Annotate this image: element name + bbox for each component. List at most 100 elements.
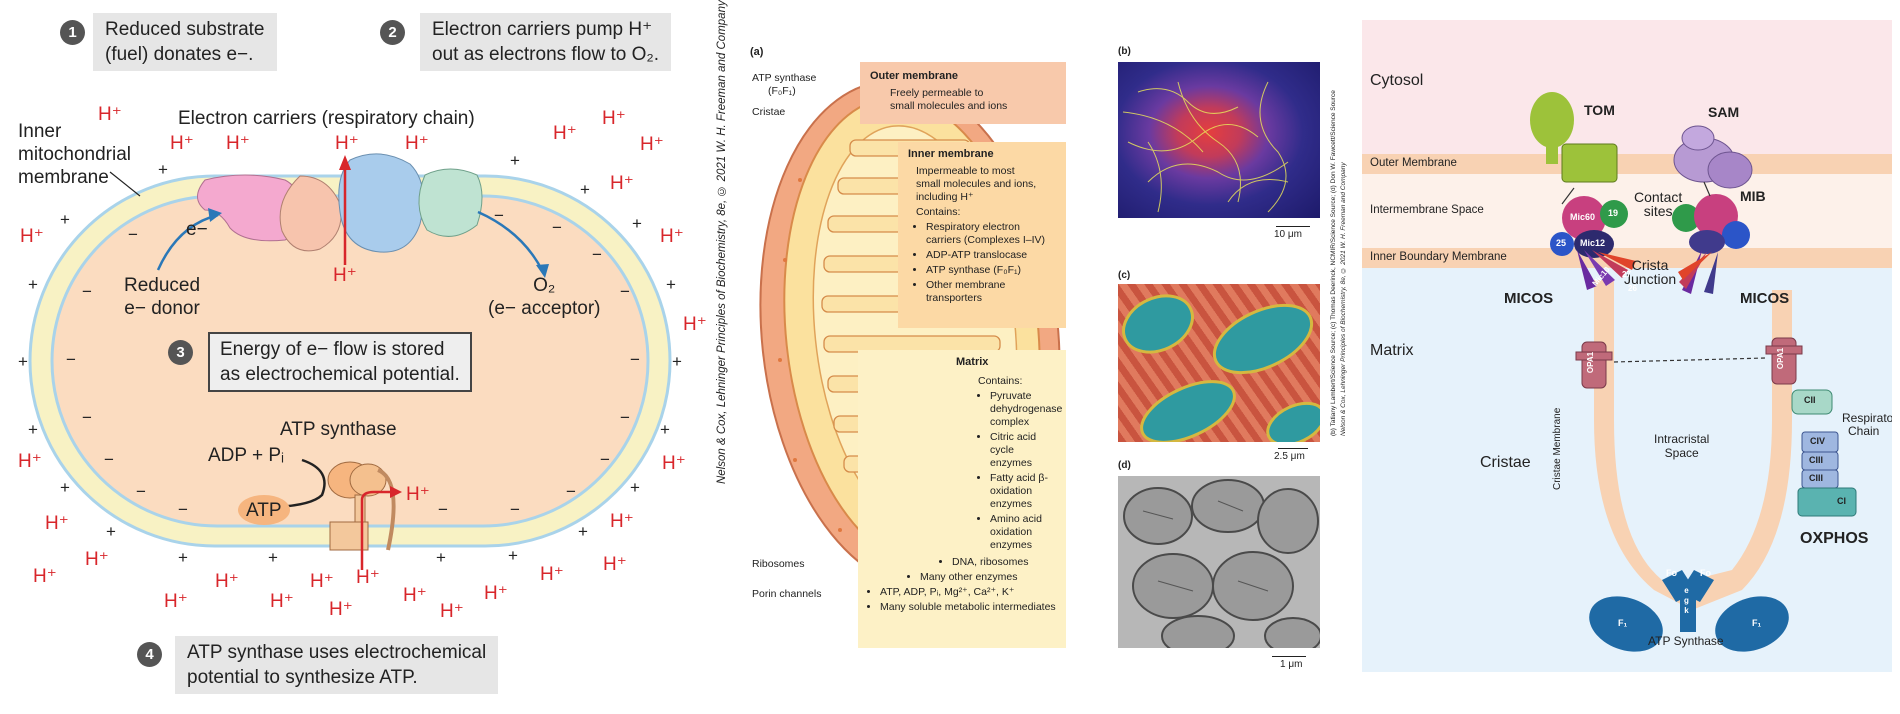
matrix-extra-item: Many soluble metabolic intermediates bbox=[880, 601, 1058, 614]
minus-sign: − bbox=[128, 225, 138, 244]
inner-membrane-contains: Contains: bbox=[916, 206, 961, 218]
adp-label: ADP + Pᵢ bbox=[208, 445, 285, 466]
micrograph-c-mitochondria bbox=[1122, 294, 1326, 447]
mic27-label: 27 bbox=[1622, 270, 1631, 279]
proton: H⁺ bbox=[333, 265, 357, 286]
inner-membrane-line-3: including H⁺ bbox=[916, 191, 974, 203]
atp-synthase-right-label: ATP Synthase bbox=[1648, 634, 1724, 648]
proton: H⁺ bbox=[440, 601, 464, 622]
proton: H⁺ bbox=[660, 226, 684, 247]
matrix-list: Pyruvate dehydrogenase complex Citric ac… bbox=[866, 390, 1062, 552]
inner-membrane-pointer bbox=[109, 171, 141, 197]
mic19-label: 19 bbox=[1608, 208, 1619, 218]
cristae-membrane-label: Cristae Membrane bbox=[1552, 407, 1563, 490]
region-cytosol-label: Cytosol bbox=[1370, 72, 1424, 89]
minus-sign: − bbox=[630, 350, 640, 369]
carrier-complex-2 bbox=[279, 175, 342, 252]
inner-membrane-box: Inner membrane Impermeable to most small… bbox=[898, 142, 1066, 328]
step-1-box: Reduced substrate (fuel) donates e−. bbox=[93, 13, 277, 71]
micos-diagram bbox=[1530, 92, 1857, 652]
matrix-extra-item: DNA, ribosomes bbox=[952, 556, 1058, 569]
acceptor-line-2: (e− acceptor) bbox=[488, 298, 601, 319]
synthase-f1-left bbox=[1589, 596, 1663, 652]
micrograph-c bbox=[1118, 284, 1326, 447]
proton: H⁺ bbox=[310, 571, 334, 592]
intracristal-label: Intracristal Space bbox=[1654, 432, 1709, 460]
micrograph-credit-1: (b) Tatiany Lambert/Science Source; (c) … bbox=[1330, 90, 1337, 436]
proton: H⁺ bbox=[602, 108, 626, 129]
ciii-label-1: CIII bbox=[1809, 455, 1824, 465]
step-1-line-1: Reduced substrate bbox=[105, 19, 265, 40]
micrograph-d-label: (d) bbox=[1118, 460, 1131, 471]
tom-label: TOM bbox=[1584, 102, 1615, 118]
electron-flow-arrowhead-2 bbox=[536, 264, 549, 278]
minus-sign: − bbox=[104, 450, 114, 469]
electron-flow-arrowhead-1 bbox=[208, 208, 222, 222]
micrograph-b-filaments bbox=[1122, 81, 1289, 213]
mib-green bbox=[1672, 204, 1700, 232]
inner-membrane-item: ATP synthase (F₀F₁) bbox=[926, 264, 1056, 277]
ci-label: CI bbox=[1837, 496, 1846, 506]
opa1-left-label: OPA1 bbox=[1586, 351, 1596, 374]
minus-sign: − bbox=[178, 500, 188, 519]
acceptor-label: O₂ (e− acceptor) bbox=[488, 274, 600, 320]
minus-sign: − bbox=[494, 206, 504, 225]
proton: H⁺ bbox=[164, 591, 188, 612]
minus-sign: − bbox=[438, 500, 448, 519]
synthase-f1-right bbox=[1715, 596, 1789, 652]
inner-membrane-item: Other membrane transporters bbox=[926, 279, 1056, 305]
scale-bar-c bbox=[1278, 448, 1308, 449]
plus-sign: + bbox=[106, 522, 116, 541]
proton: H⁺ bbox=[20, 226, 44, 247]
step-2-box: Electron carriers pump H⁺ out as electro… bbox=[420, 13, 672, 71]
matrix-extra-item: Many other enzymes bbox=[920, 571, 1058, 584]
step-3-line-2: as electrochemical potential. bbox=[220, 364, 460, 385]
crista-junction-line-2: Junction bbox=[1624, 271, 1677, 287]
right-panel: Cytosol Outer Membrane Intermembrane Spa… bbox=[1362, 20, 1892, 672]
tom-cap bbox=[1530, 92, 1574, 148]
mic60 bbox=[1562, 196, 1606, 240]
atp-synthase-label: ATP synthase bbox=[280, 419, 397, 440]
plus-sign: + bbox=[510, 151, 520, 170]
region-outer-membrane-label: Outer Membrane bbox=[1370, 157, 1457, 169]
mic12-label: Mic12 bbox=[1580, 238, 1606, 248]
acceptor-line-1: O₂ bbox=[533, 275, 556, 296]
inner-membrane-label-1: Inner bbox=[18, 121, 62, 142]
proton: H⁺ bbox=[85, 549, 109, 570]
minus-sign: − bbox=[66, 350, 76, 369]
sam-mib-arrow bbox=[1703, 181, 1711, 197]
proton: H⁺ bbox=[18, 451, 42, 472]
inner-membrane-item: ADP-ATP translocase bbox=[926, 249, 1056, 262]
mib-label: MIB bbox=[1740, 188, 1766, 204]
matrix-contains: Contains: bbox=[978, 375, 1023, 387]
step-3-box: Energy of e− flow is stored as electroch… bbox=[208, 332, 472, 392]
plus-sign: + bbox=[60, 210, 70, 229]
plus-sign: + bbox=[28, 275, 38, 294]
proton: H⁺ bbox=[662, 453, 686, 474]
inner-boundary-band bbox=[1362, 248, 1892, 268]
minus-sign: − bbox=[620, 282, 630, 301]
reduced-donor-line-2: e− donor bbox=[124, 298, 200, 319]
ci-box bbox=[1797, 487, 1857, 517]
label-atp-synthase-cutaway: ATP synthase (F₀F₁) bbox=[752, 72, 816, 98]
step-3-line-1: Energy of e− flow is stored bbox=[220, 339, 445, 360]
micrograph-b-label: (b) bbox=[1118, 46, 1131, 57]
minus-sign: − bbox=[620, 408, 630, 427]
label-atp-synthase-line-2: (F₀F₁) bbox=[768, 85, 796, 97]
proton: H⁺ bbox=[540, 564, 564, 585]
proton-matrix-side: H⁺ bbox=[406, 484, 430, 505]
civ-label: CIV bbox=[1810, 436, 1826, 446]
proton: H⁺ bbox=[270, 591, 294, 612]
outer-membrane-line-1: Freely permeable to bbox=[890, 87, 984, 99]
opa1-right-label: OPA1 bbox=[1776, 347, 1786, 370]
oxphos-label: OXPHOS bbox=[1800, 530, 1869, 547]
step-1-number: 1 bbox=[60, 20, 85, 45]
carrier-complex-3 bbox=[338, 153, 424, 253]
mib-purple bbox=[1689, 230, 1725, 254]
outer-membrane-box: Outer membrane Freely permeable to small… bbox=[860, 62, 1066, 124]
scale-bar-d bbox=[1272, 656, 1306, 657]
micrograph-credit-2: Nelson & Cox, Lehninger Principles of Bi… bbox=[1340, 162, 1347, 436]
synthase-stalk bbox=[1680, 590, 1696, 632]
micrograph-c-label: (c) bbox=[1118, 270, 1131, 281]
matrix-item: Pyruvate dehydrogenase complex bbox=[990, 390, 1062, 429]
